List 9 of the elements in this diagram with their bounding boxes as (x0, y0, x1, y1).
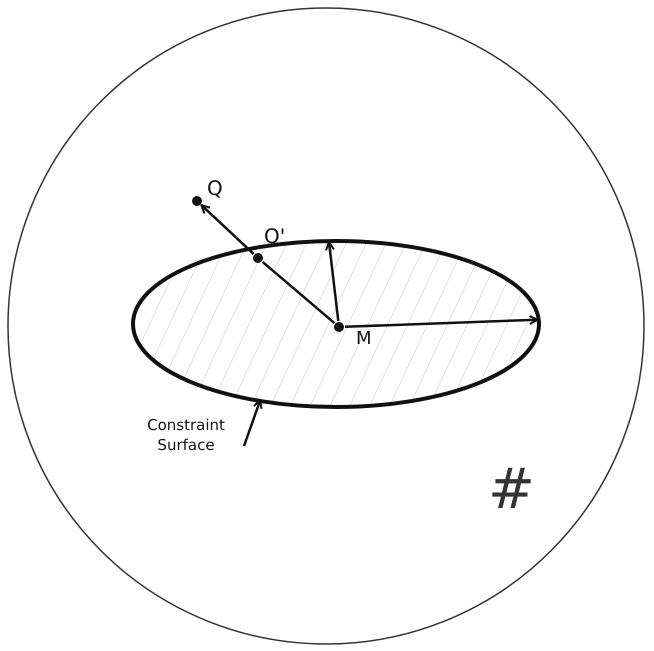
line (262, 260, 336, 324)
arrow (344, 315, 539, 328)
leader-arrow (242, 399, 262, 446)
hash-mark: # (488, 462, 535, 518)
arrow (324, 241, 340, 322)
callout-text: Constraint Surface (146, 416, 226, 455)
point-label: Q (207, 176, 223, 200)
point-label: M (356, 328, 372, 349)
arrow (200, 204, 254, 255)
